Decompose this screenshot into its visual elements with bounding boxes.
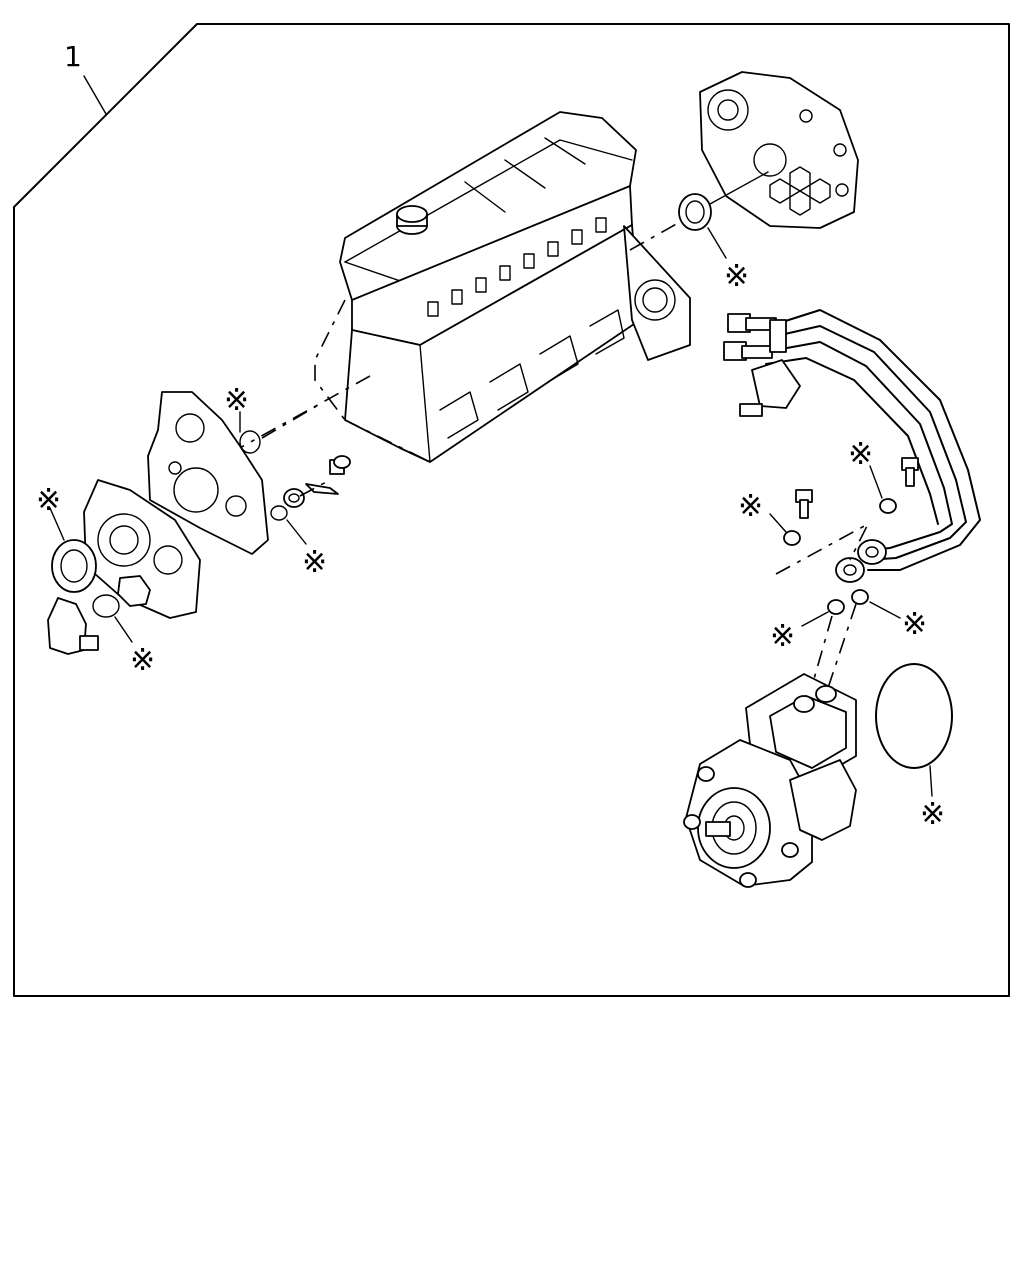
- small-cover: [117, 575, 151, 607]
- washer-left-leader: [769, 513, 787, 533]
- flywheel-leader: [709, 171, 769, 205]
- washer-right-leader: [869, 465, 883, 499]
- callout-number: 1: [64, 40, 82, 73]
- assembly-line-sensor: [299, 479, 331, 497]
- compressor-o-ring-leader: [929, 765, 933, 797]
- washer-left: [783, 530, 801, 546]
- sensor-plug: [305, 455, 351, 495]
- front-o-ring-leader: [114, 616, 133, 643]
- rear-crankshaft-seal: [678, 193, 712, 231]
- gasket-o-ring: [239, 430, 261, 454]
- asterisk-compressor-o-ring: ※: [920, 797, 945, 832]
- assembly-line-rear: [629, 221, 681, 251]
- washer-lower-left: [827, 599, 845, 615]
- asterisk-washer-left: ※: [738, 489, 763, 524]
- asterisk-front-seal: ※: [36, 483, 61, 518]
- washer-right: [879, 498, 897, 514]
- assembly-line-front: [217, 375, 371, 461]
- engine-block: [314, 111, 691, 463]
- callout-leader: [83, 75, 107, 115]
- compressor-o-ring: [875, 663, 953, 769]
- asterisk-washer-right: ※: [848, 437, 873, 472]
- asterisk-washer-lower-left: ※: [770, 619, 795, 654]
- fitting-o-ring: [270, 505, 288, 521]
- washer-lower-left-leader: [801, 611, 829, 627]
- air-compressor: [683, 673, 857, 888]
- banjo-bolt-left: [795, 489, 813, 519]
- banjo-bolt-right: [901, 457, 919, 487]
- kit-frame: [13, 23, 1010, 997]
- fitting: [283, 488, 305, 508]
- asterisk-rear-seal: ※: [724, 259, 749, 294]
- asterisk-fitting-o-ring: ※: [302, 545, 327, 580]
- front-seal-leader: [49, 507, 65, 541]
- washer-lower-right-leader: [869, 601, 901, 619]
- seal-rear-leader: [707, 227, 727, 259]
- asterisk-front-o-ring: ※: [130, 643, 155, 678]
- front-crankshaft-seal: [51, 539, 97, 593]
- asterisk-gasket-o-ring: ※: [224, 383, 249, 418]
- front-cover: [83, 479, 201, 619]
- thermostat-housing: [47, 597, 99, 655]
- front-cover-gasket: [147, 391, 269, 555]
- fuel-pipe-assembly: [723, 309, 981, 583]
- assembly-line-oring: [261, 403, 321, 439]
- assembly-line-compressor-right: [825, 603, 857, 695]
- fitting-o-ring-leader: [286, 519, 307, 545]
- flywheel-housing: [699, 71, 859, 229]
- front-o-ring: [92, 594, 120, 618]
- washer-lower-right: [851, 589, 869, 605]
- asterisk-washer-lower-right: ※: [902, 607, 927, 642]
